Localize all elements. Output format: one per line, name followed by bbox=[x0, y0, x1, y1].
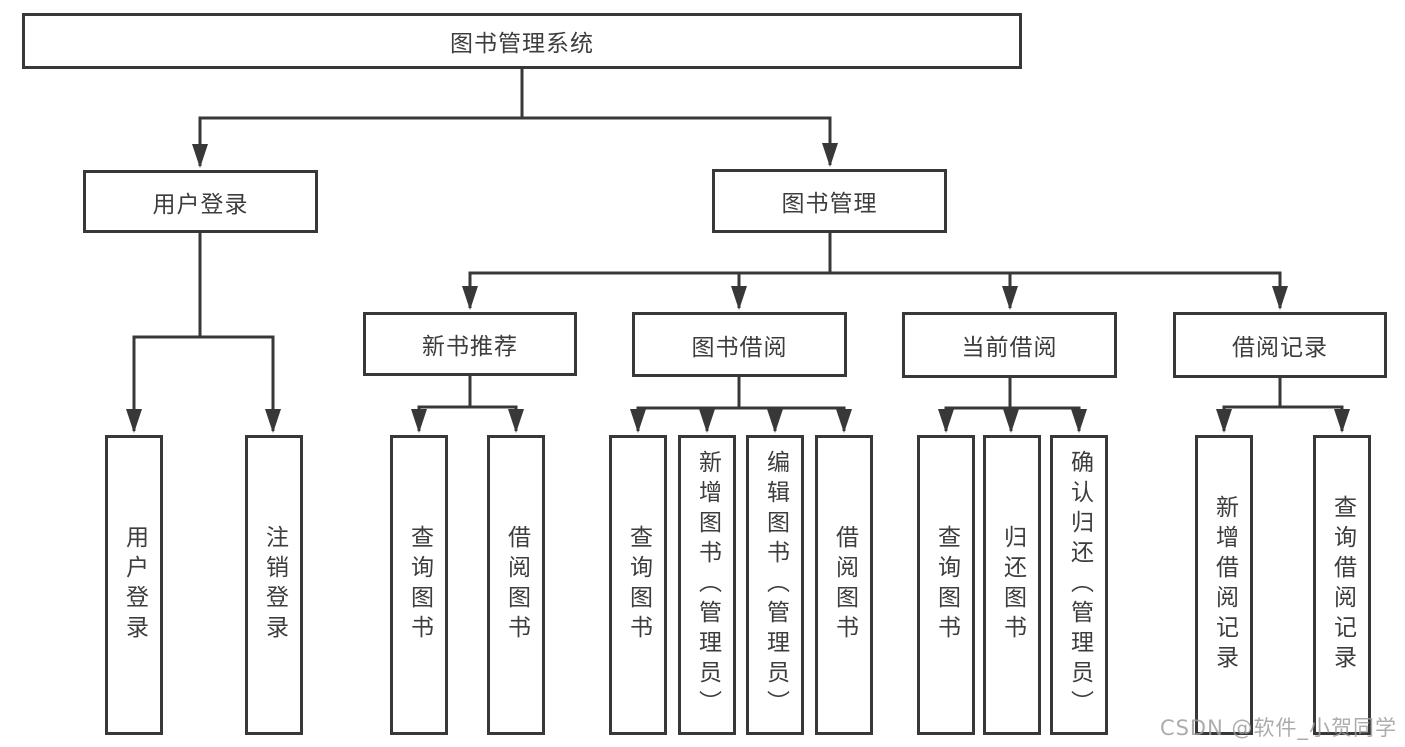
leaf-label: 确认归还（管理员） bbox=[1066, 450, 1093, 720]
leaf-query-borrow-record: 查询借阅记录 bbox=[1313, 435, 1371, 735]
leaf-edit-books-admin: 编辑图书（管理员） bbox=[746, 435, 804, 735]
node-label: 新书推荐 bbox=[422, 334, 518, 360]
leaf-label: 借阅图书 bbox=[503, 525, 530, 645]
leaf-add-borrow-record: 新增借阅记录 bbox=[1195, 435, 1253, 735]
leaf-label: 借阅图书 bbox=[831, 525, 858, 645]
leaf-borrow-books-recommend: 借阅图书 bbox=[487, 435, 545, 735]
leaf-query-books-current: 查询图书 bbox=[917, 435, 975, 735]
node-borrowing-records: 借阅记录 bbox=[1173, 312, 1387, 378]
leaf-label: 注销登录 bbox=[261, 525, 288, 645]
leaf-query-books-recommend: 查询图书 bbox=[390, 435, 448, 735]
node-label: 图书借阅 bbox=[691, 334, 788, 361]
leaf-label: 新增图书（管理员） bbox=[694, 450, 721, 720]
node-label: 图书管理 bbox=[781, 191, 878, 217]
leaf-label: 新增借阅记录 bbox=[1211, 495, 1238, 675]
leaf-confirm-return-admin: 确认归还（管理员） bbox=[1050, 435, 1108, 735]
node-book-borrowing: 图书借阅 bbox=[632, 312, 847, 377]
node-new-book-recommend: 新书推荐 bbox=[363, 312, 577, 376]
leaf-return-books: 归还图书 bbox=[983, 435, 1041, 735]
leaf-label: 查询借阅记录 bbox=[1329, 495, 1356, 675]
node-label: 当前借阅 bbox=[961, 335, 1058, 361]
node-label: 用户登录 bbox=[152, 191, 249, 218]
leaf-user-login: 用户登录 bbox=[105, 435, 163, 735]
node-current-borrowing: 当前借阅 bbox=[902, 312, 1117, 378]
node-user-login-module: 用户登录 bbox=[83, 170, 318, 233]
leaf-label: 查询图书 bbox=[933, 525, 960, 645]
leaf-label: 归还图书 bbox=[999, 525, 1026, 645]
leaf-label: 编辑图书（管理员） bbox=[762, 450, 789, 720]
leaf-query-books-borrowing: 查询图书 bbox=[609, 435, 667, 735]
node-book-management-module: 图书管理 bbox=[712, 169, 947, 233]
leaf-label: 用户登录 bbox=[121, 525, 148, 645]
node-label: 借阅记录 bbox=[1232, 335, 1328, 361]
node-library-management-system: 图书管理系统 bbox=[22, 13, 1022, 69]
leaf-label: 查询图书 bbox=[406, 525, 433, 645]
leaf-label: 查询图书 bbox=[625, 525, 652, 645]
node-label: 图书管理系统 bbox=[450, 31, 594, 57]
leaf-add-books-admin: 新增图书（管理员） bbox=[678, 435, 736, 735]
leaf-logout: 注销登录 bbox=[245, 435, 303, 735]
leaf-borrow-books: 借阅图书 bbox=[815, 435, 873, 735]
